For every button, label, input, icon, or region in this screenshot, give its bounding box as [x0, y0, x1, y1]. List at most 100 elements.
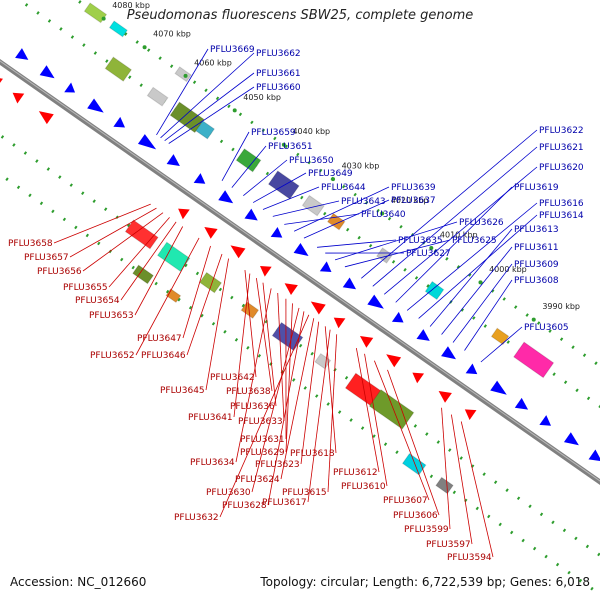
forward-gene-label: PFLU3644	[321, 183, 366, 193]
reverse-gene-label: PFLU3612	[333, 468, 378, 478]
feature-block	[435, 476, 454, 495]
reverse-label-leader	[277, 293, 285, 422]
forward-gene-label: PFLU3643	[341, 197, 386, 207]
forward-gene-label: PFLU3669	[210, 45, 255, 55]
forward-label-leader	[221, 131, 250, 181]
reverse-gene-label: PFLU3647	[137, 334, 182, 344]
reverse-label-leader	[256, 278, 273, 392]
reverse-gene	[12, 92, 25, 104]
forward-gene-label: PFLU3660	[256, 83, 301, 93]
kbp-tick-mark	[281, 142, 286, 147]
feature-block	[235, 148, 262, 173]
reverse-gene-label: PFLU3658	[8, 239, 53, 249]
forward-gene	[465, 363, 478, 375]
reverse-label-leader	[53, 203, 151, 244]
forward-label-leader	[252, 172, 307, 203]
forward-gene	[270, 226, 283, 238]
reverse-label-leader	[120, 221, 177, 301]
forward-label-leader	[480, 326, 523, 363]
reverse-gene-label: PFLU3652	[90, 351, 135, 361]
forward-gene-label: PFLU3626	[459, 218, 504, 228]
reverse-gene	[386, 354, 402, 368]
reverse-gene-label: PFLU3629	[240, 448, 285, 458]
forward-gene-label: PFLU3651	[268, 142, 313, 152]
map-title: Pseudomonas fluorescens SBW25, complete …	[126, 8, 474, 23]
reverse-label-leader	[327, 334, 338, 493]
forward-gene	[367, 294, 384, 309]
kbp-tick-mark	[331, 177, 336, 182]
feature-block	[368, 388, 415, 430]
forward-gene-label: PFLU3661	[256, 69, 301, 79]
kbp-tick-label: 4050 kbp	[243, 93, 281, 102]
kbp-tick-mark	[531, 317, 536, 322]
reverse-gene-label: PFLU3618	[290, 449, 335, 459]
feature-block	[83, 2, 108, 24]
feature-block	[424, 280, 445, 301]
reverse-gene	[412, 372, 425, 384]
feature-block	[240, 301, 260, 319]
kbp-tick-label: 3990 kbp	[542, 302, 580, 311]
reverse-gene	[438, 391, 452, 403]
forward-gene	[137, 134, 157, 150]
reverse-gene-label: PFLU3597	[426, 540, 471, 550]
reverse-label-leader	[285, 303, 293, 453]
reverse-gene-label: PFLU3636	[230, 402, 275, 412]
reverse-label-leader	[374, 360, 430, 501]
feature-block	[104, 56, 133, 82]
forward-gene	[588, 449, 600, 462]
forward-gene-label: PFLU3609	[514, 260, 559, 270]
feature-block	[267, 170, 300, 200]
feature-block	[195, 120, 216, 140]
kbp-tick-mark	[380, 211, 385, 216]
forward-label-leader	[303, 199, 390, 239]
reverse-gene-label: PFLU3653	[89, 311, 134, 321]
forward-gene-label: PFLU3614	[539, 211, 584, 221]
forward-gene-label: PFLU3635	[398, 236, 443, 246]
forward-label-leader	[164, 72, 255, 141]
forward-label-leader	[293, 186, 390, 232]
forward-label-leader	[231, 145, 267, 188]
forward-label-leader	[395, 186, 513, 303]
reverse-gene-label: PFLU3630	[206, 488, 251, 498]
reverse-gene-label: PFLU3655	[63, 283, 108, 293]
kbp-tick-label: 4060 kbp	[194, 58, 232, 67]
reverse-label-leader	[69, 207, 157, 258]
reverse-gene-label: PFLU3646	[141, 351, 186, 361]
kbp-tick-mark	[429, 245, 434, 250]
feature-block	[271, 321, 304, 352]
backbone-line	[0, 58, 600, 486]
reverse-label-leader	[280, 318, 315, 480]
reverse-label-leader	[182, 245, 211, 339]
reverse-label-leader	[460, 421, 494, 558]
kbp-tick-mark	[183, 73, 188, 78]
reverse-gene-label: PFLU3610	[341, 482, 386, 492]
reverse-gene-label: PFLU3656	[37, 267, 82, 277]
reverse-label-leader	[324, 326, 337, 454]
reverse-label-leader	[251, 307, 300, 493]
forward-label-leader	[372, 146, 538, 287]
forward-gene	[87, 98, 104, 113]
forward-label-leader	[383, 166, 538, 295]
forward-gene	[514, 397, 529, 410]
reverse-gene-label: PFLU3631	[240, 435, 285, 445]
forward-label-leader	[344, 239, 451, 268]
forward-gene-label: PFLU3627	[406, 249, 451, 259]
reverse-gene	[464, 409, 477, 421]
reverse-gene-label: PFLU3657	[24, 253, 69, 263]
forward-gene	[193, 173, 206, 184]
kbp-tick-mark	[142, 45, 147, 50]
reverse-label-leader	[300, 321, 320, 465]
forward-label-leader	[361, 129, 538, 279]
reverse-gene-label: PFLU3624	[235, 475, 280, 485]
reverse-gene-label: PFLU3615	[282, 488, 327, 498]
reverse-gene-label: PFLU3617	[262, 498, 307, 508]
reverse-gene-label: PFLU3645	[160, 386, 205, 396]
forward-label-leader	[284, 213, 360, 225]
feature-block	[169, 101, 205, 134]
reverse-label-leader	[355, 348, 380, 473]
track-line	[16, 0, 600, 409]
forward-label-leader	[160, 52, 255, 139]
kbp-tick-label: 4020 kbp	[391, 196, 429, 205]
reverse-gene	[359, 335, 374, 348]
